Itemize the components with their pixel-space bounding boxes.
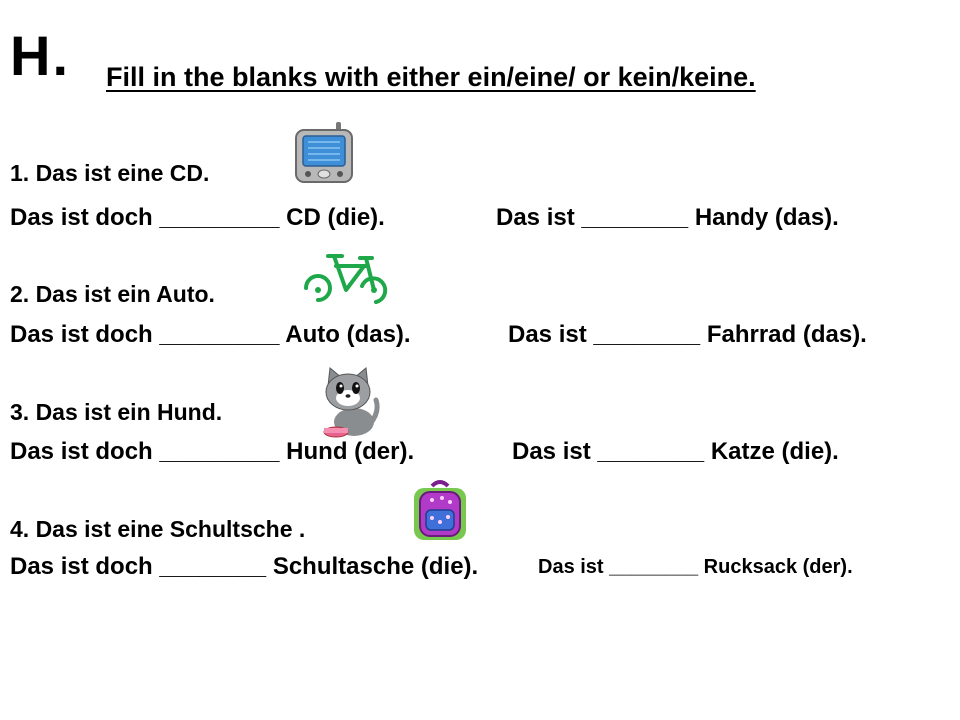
item-1-sentence-b: Das ist ________ Handy (das). — [496, 204, 839, 231]
item-4-sentence-b: Das ist ________ Rucksack (der). — [538, 556, 853, 578]
heading-letter: H. — [10, 24, 70, 87]
item-3-sentence-a: Das ist doch _________ Hund (der). — [10, 438, 415, 465]
item-1-prompt: 1. Das ist eine CD. — [10, 160, 210, 186]
item-2-prompt: 2. Das ist ein Auto. — [10, 281, 215, 307]
item-3-sentence-b: Das ist ________ Katze (die). — [512, 438, 839, 465]
mobile-phone-icon — [290, 120, 360, 186]
cat-icon — [320, 366, 382, 438]
item-1-sentence-a: Das ist doch _________ CD (die). — [10, 204, 385, 231]
backpack-icon — [410, 480, 470, 542]
item-2-sentence-a: Das ist doch _________ Auto (das). — [10, 321, 411, 348]
bicycle-icon — [296, 250, 392, 314]
item-4-sentence-a: Das ist doch ________ Schultasche (die). — [10, 553, 479, 580]
item-3-prompt: 3. Das ist ein Hund. — [10, 399, 223, 425]
item-2-sentence-b: Das ist ________ Fahrrad (das). — [508, 321, 867, 348]
item-4-prompt: 4. Das ist eine Schultsche . — [10, 516, 306, 542]
heading-instruction: Fill in the blanks with either ein/eine/… — [106, 62, 756, 92]
